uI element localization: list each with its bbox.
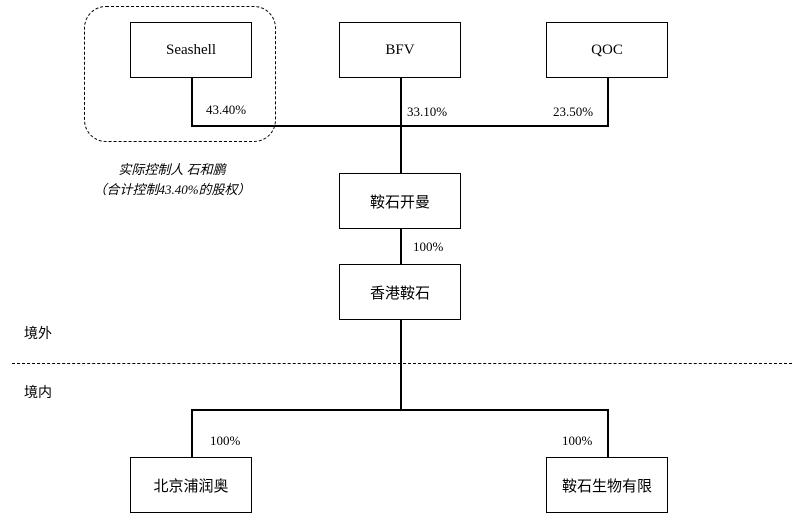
cayman-to-hk-pct: 100% [413,239,444,254]
controller-note-line1: 实际控制人 石和鹏 [118,162,226,177]
shareholder-bus-line [191,125,609,127]
bus-to-cayman-line [400,126,402,173]
beijing-connector [191,409,193,457]
shareholder-seashell-box: Seashell [130,22,252,78]
zone-offshore-label: 境外 [24,327,52,342]
controller-note-line2: （合计控制43.40%的股权） [93,182,251,197]
beijing-pct: 100% [210,433,241,448]
offshore-onshore-divider [12,363,792,364]
entity-hk-ansi-label: 香港鞍石 [369,285,430,302]
entity-ansi-cayman-box: 鞍石开曼 [339,173,461,229]
bfv-pct: 33.10% [407,104,448,119]
seashell-connector [191,78,193,126]
ansi-bio-connector [607,409,609,457]
entity-beijing-purunao-label: 北京浦润奥 [153,478,229,495]
qoc-connector [607,78,609,126]
subsidiary-bus-line [191,409,609,411]
shareholder-qoc-label: QOC [591,41,623,58]
zone-onshore-label: 境内 [24,386,52,401]
shareholder-bfv-box: BFV [339,22,461,78]
entity-hk-ansi-box: 香港鞍石 [339,264,461,320]
shareholder-bfv-label: BFV [385,41,415,58]
shareholder-seashell-label: Seashell [166,41,216,58]
ansi-bio-pct: 100% [562,433,593,448]
shareholder-qoc-box: QOC [546,22,668,78]
entity-ansi-cayman-label: 鞍石开曼 [369,194,430,211]
bfv-connector [400,78,402,126]
controller-group-box [84,6,276,142]
cayman-to-hk-line [400,229,402,264]
entity-beijing-purunao-box: 北京浦润奥 [130,457,252,513]
seashell-pct: 43.40% [206,102,247,117]
entity-ansi-bio-box: 鞍石生物有限 [546,457,668,513]
entity-ansi-bio-label: 鞍石生物有限 [561,478,652,495]
qoc-pct: 23.50% [553,104,594,119]
hk-down-line [400,320,402,410]
